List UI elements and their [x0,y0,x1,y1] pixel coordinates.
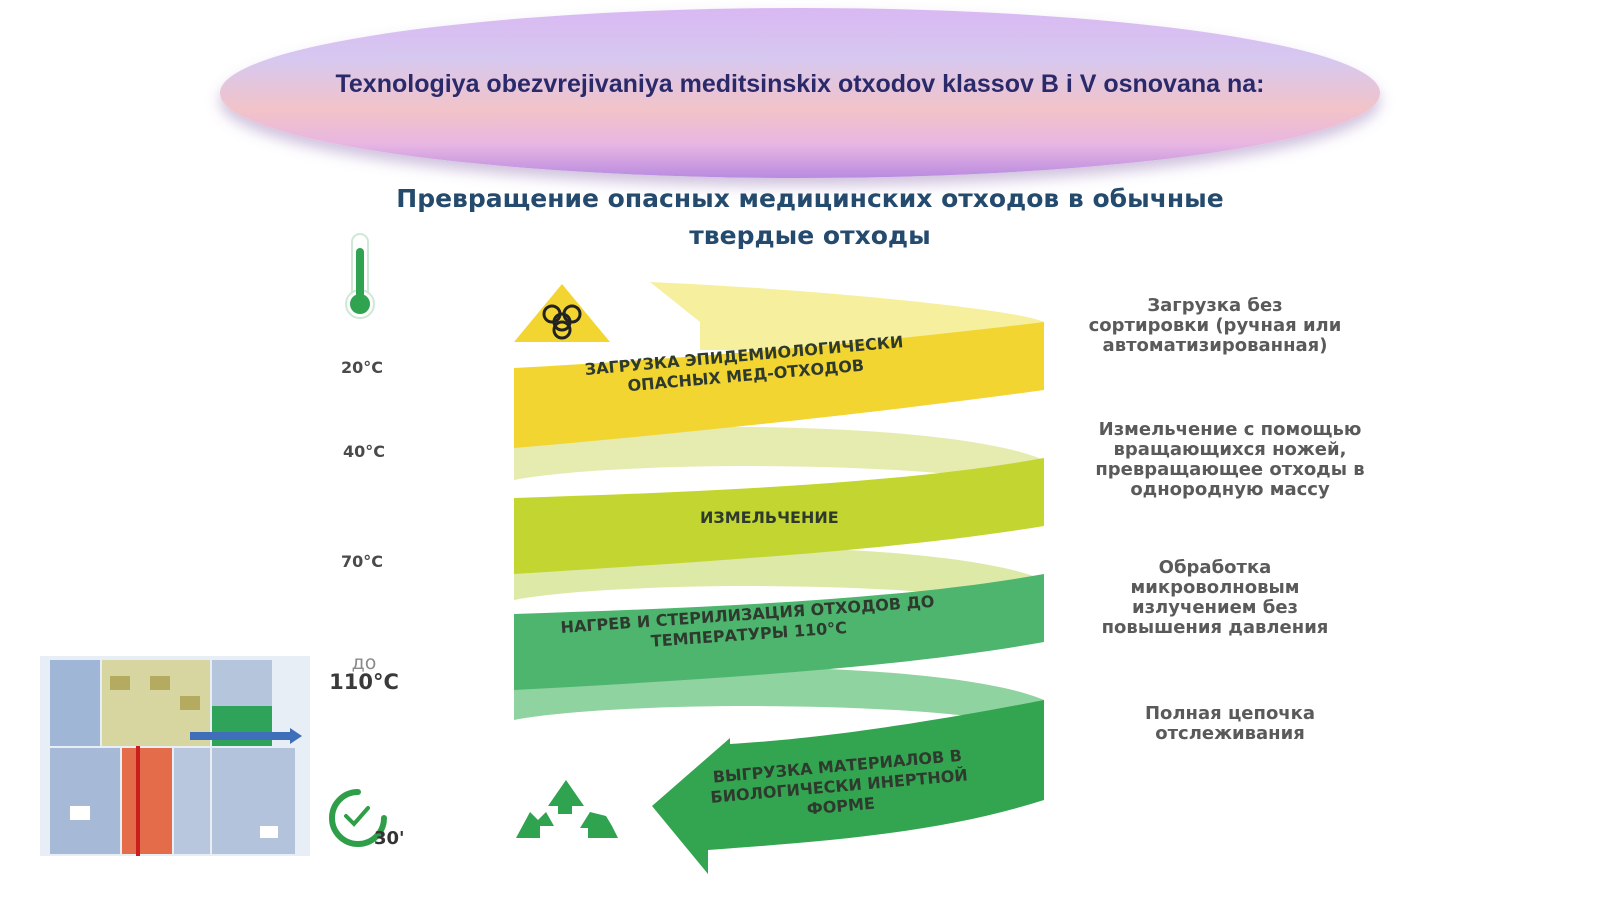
description-shredding-line-4: однородную массу [1130,479,1330,500]
subtitle-line-1: Превращение опасных медицинских отходов … [396,184,1224,213]
subtitle: Превращение опасных медицинских отходов … [340,180,1280,254]
description-heating-line-4: повышения давления [1101,617,1329,638]
band-label-shredding: ИЗМЕЛЬЧЕНИЕ [700,508,839,527]
description-heating-line-3: излучением без [1131,597,1299,618]
band-heating [514,574,1044,690]
temperature-20: 20°C [340,358,383,377]
description-shredding-line-2: вращающихся ножей, [1113,439,1347,460]
description-heating: Обработка микроволновым излучением без п… [1070,558,1360,638]
description-tracking-line-1: Полная цепочка [1144,703,1316,724]
band-shredding [514,458,1044,574]
temperature-70: 70°C [340,552,383,571]
temperature-40: 40°C [342,442,385,461]
description-shredding: Измельчение с помощью вращающихся ножей,… [1070,420,1390,500]
timer-label: 30' [374,828,405,849]
process-spiral [514,282,1044,874]
description-heating-line-2: микроволновым [1130,577,1300,598]
description-loading-line-3: автоматизированная) [1102,335,1328,356]
timer-icon: 30' [329,789,405,849]
building-plan-illustration [40,656,310,856]
description-shredding-line-1: Измельчение с помощью [1098,419,1362,440]
description-shredding-line-3: превращающее отходы в [1095,459,1365,480]
description-heating-line-1: Обработка [1158,557,1272,578]
spiral-back-4 [514,666,1044,730]
description-loading: Загрузка без сортировки (ручная или авто… [1060,296,1370,356]
description-tracking: Полная цепочка отслеживания [1110,704,1350,744]
subtitle-line-2: твердые отходы [689,221,931,250]
thermometer-icon [345,233,375,319]
description-tracking-line-2: отслеживания [1155,723,1305,744]
recycle-icon [516,780,618,838]
title-banner [220,8,1380,178]
description-loading-line-2: сортировки (ручная или [1088,315,1342,336]
band-unloading-arrow [652,700,1044,874]
temperature-110: 110°C [329,670,399,694]
page-title: Texnologiya obezvrejivaniya meditsinskix… [335,70,1265,98]
band-loading [514,322,1044,448]
temperature-prefix: до [351,652,377,674]
description-loading-line-1: Загрузка без [1147,295,1283,316]
biohazard-icon [514,284,610,342]
spiral-back-2 [514,426,1044,490]
